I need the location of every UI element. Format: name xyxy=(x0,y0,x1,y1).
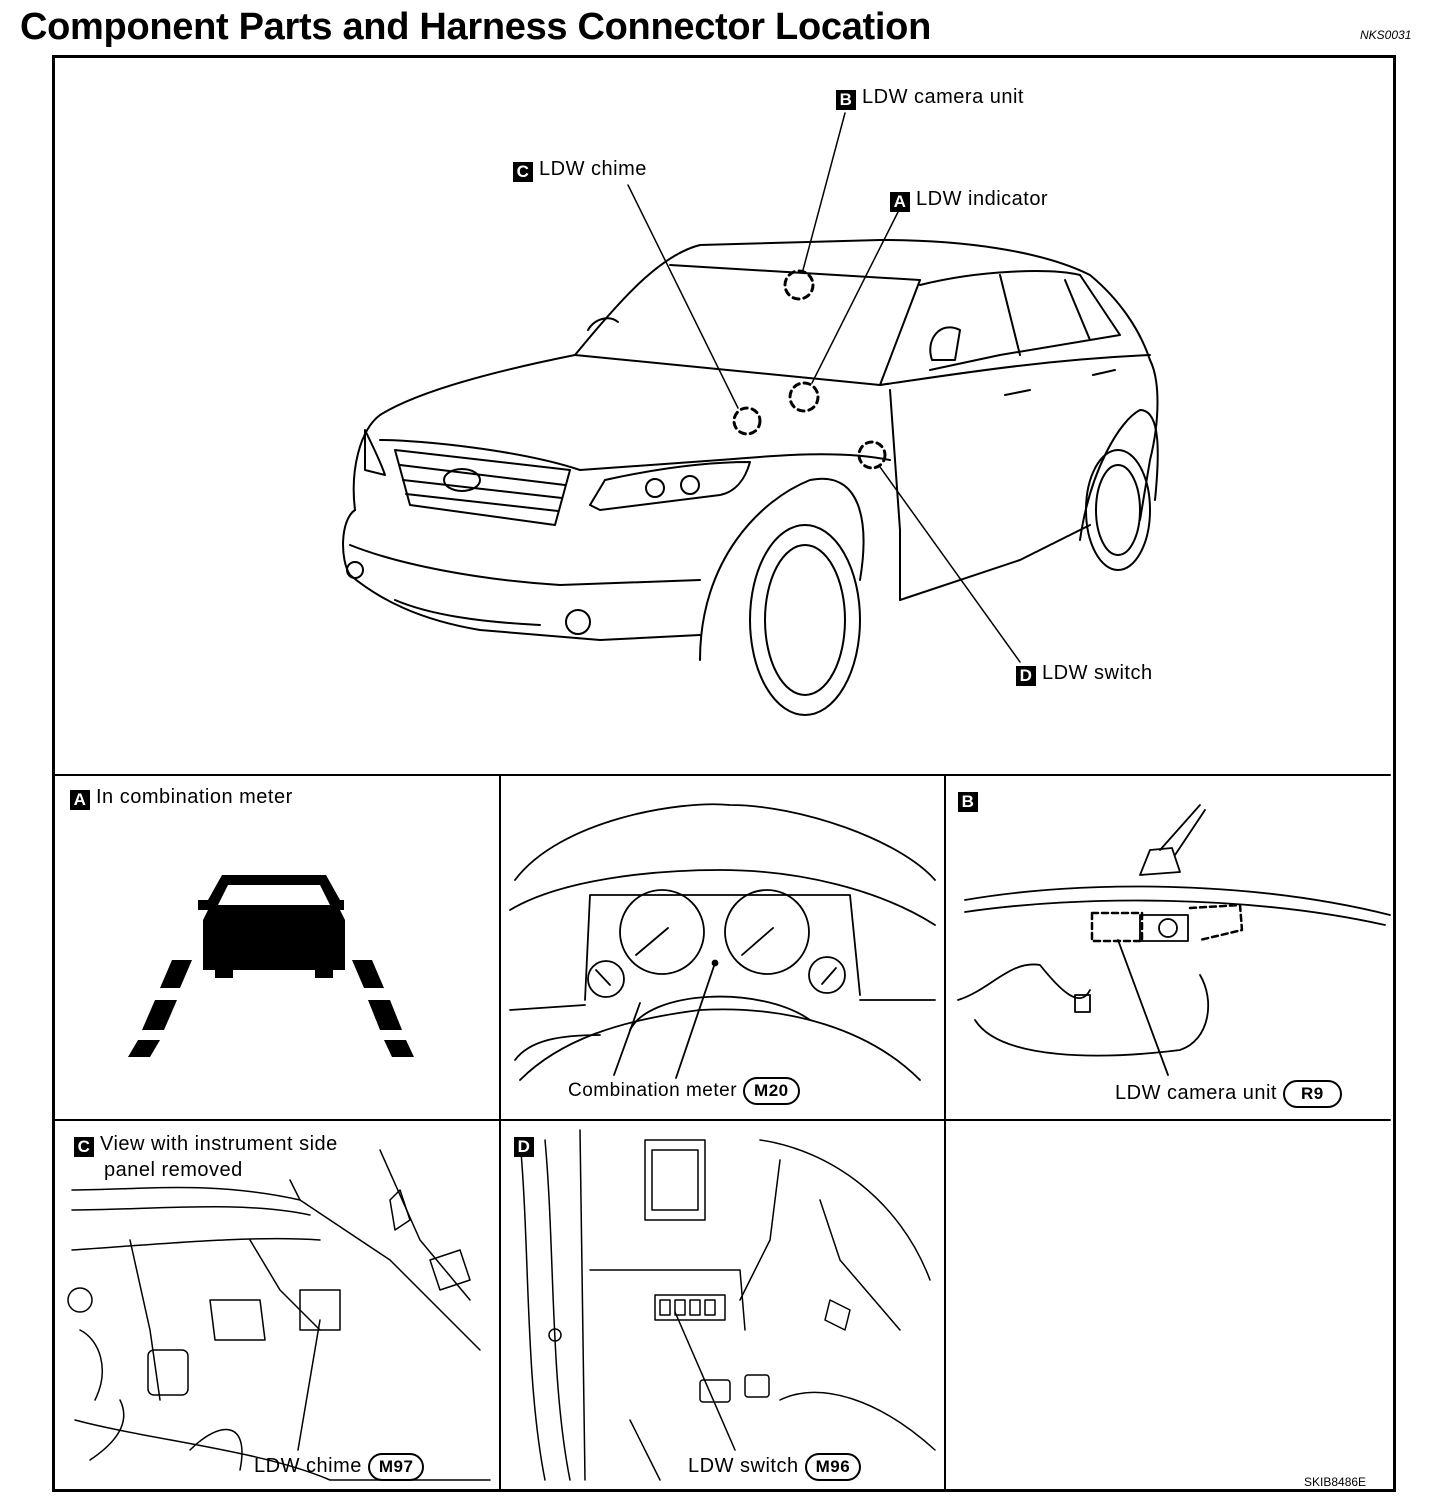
component-name: Combination meter xyxy=(568,1080,738,1101)
chime-illustration xyxy=(67,1149,491,1481)
panel-grid xyxy=(54,774,1391,1491)
panel-caption-text: View with instrument side xyxy=(100,1133,338,1155)
callout-text: LDW switch xyxy=(1042,662,1153,684)
vehicle-illustration xyxy=(342,112,1159,716)
connector-badge: M97 xyxy=(367,1453,425,1481)
panel-letter: C xyxy=(74,1137,94,1157)
ldw-indicator-symbol xyxy=(128,875,414,1057)
camera-unit-illustration xyxy=(957,804,1391,1076)
panel-b-caption: B xyxy=(958,788,984,812)
page-title: Component Parts and Harness Connector Lo… xyxy=(20,6,931,48)
connector-badge: M96 xyxy=(804,1453,862,1481)
connector-badge: M20 xyxy=(743,1077,800,1105)
combination-meter-illustration xyxy=(509,803,936,1081)
callout-text: LDW chime xyxy=(539,158,647,180)
callout-letter: D xyxy=(1016,666,1036,686)
section-code: NKS0031 xyxy=(1360,28,1412,42)
callout-letter: C xyxy=(513,162,533,182)
label-ldw-switch: D LDW switch xyxy=(1016,662,1153,686)
component-name: LDW camera unit xyxy=(1115,1082,1277,1104)
callout-text: LDW camera unit xyxy=(862,86,1024,108)
panel-d-caption: D xyxy=(514,1133,540,1157)
diagram-frame xyxy=(52,55,1396,1492)
panel-caption-text: panel removed xyxy=(104,1159,243,1181)
panel-letter: A xyxy=(70,790,90,810)
label-ldw-indicator: A LDW indicator xyxy=(890,188,1048,212)
switch-illustration xyxy=(519,1129,936,1481)
component-name: LDW switch xyxy=(688,1455,799,1477)
connector-badge: R9 xyxy=(1283,1080,1342,1108)
camera-unit-label: LDW camera unit R9 xyxy=(1115,1080,1342,1108)
panel-letter: D xyxy=(514,1137,534,1157)
callout-text: LDW indicator xyxy=(916,188,1049,210)
callout-letter: B xyxy=(836,90,856,110)
panel-letter: B xyxy=(958,792,978,812)
label-ldw-camera-unit: B LDW camera unit xyxy=(836,86,1024,110)
callout-letter: A xyxy=(890,192,910,212)
label-ldw-chime: C LDW chime xyxy=(513,158,647,182)
panel-a-caption: A In combination meter xyxy=(70,786,293,810)
figure-reference: SKIB8486E xyxy=(1304,1475,1367,1489)
component-name: LDW chime xyxy=(254,1455,362,1477)
panel-c-caption: C View with instrument side xyxy=(74,1133,338,1157)
panel-caption-text: In combination meter xyxy=(96,786,293,808)
panel-c-caption-line2: panel removed xyxy=(104,1159,243,1182)
